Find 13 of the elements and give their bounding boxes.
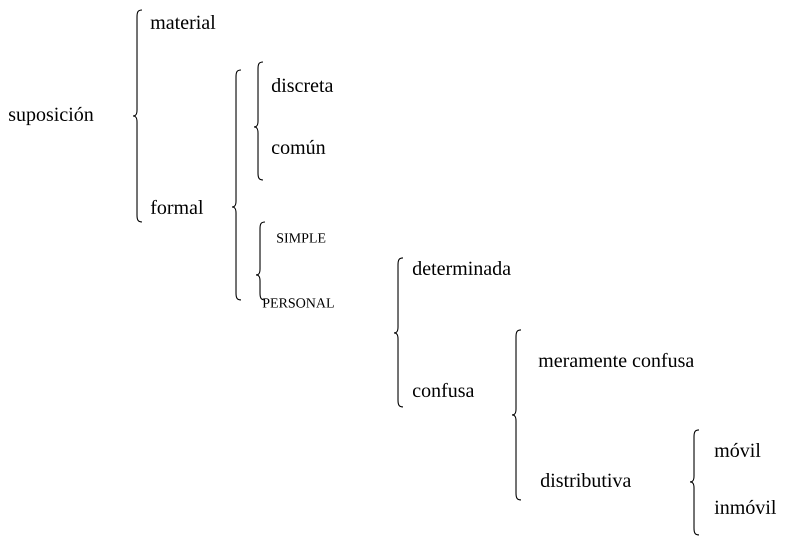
term-label: PERSONAL (262, 298, 334, 308)
term-label: distributiva (540, 472, 632, 488)
term-label: confusa (412, 382, 474, 398)
term-label: SIMPLE (277, 233, 326, 243)
term-label: meramente confusa (538, 352, 694, 368)
term-label: común (272, 140, 326, 154)
term-label: material (150, 14, 216, 30)
term-label: móvil (714, 442, 760, 458)
term-label: suposición (9, 106, 94, 126)
term-label: discreta (272, 78, 334, 92)
term-label: formal (150, 200, 204, 214)
term-label: inmóvil (714, 500, 776, 514)
term-label: determinada (412, 260, 511, 276)
